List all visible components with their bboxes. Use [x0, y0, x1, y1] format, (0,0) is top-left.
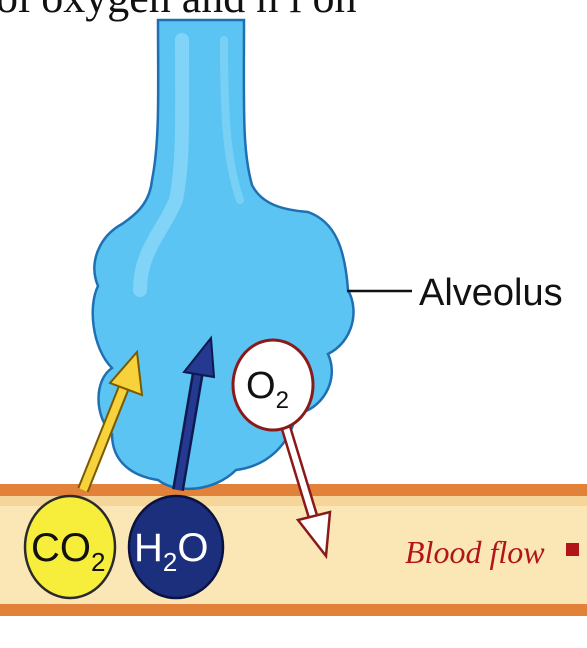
co2-arrow — [77, 349, 144, 493]
h2o-label: H2O — [134, 526, 208, 577]
blood-flow-label: Blood flow — [405, 534, 545, 570]
square-marker-icon — [566, 543, 579, 556]
co2-label: CO2 — [31, 526, 105, 577]
o2-label: O2 — [246, 365, 289, 414]
h2o-arrow — [172, 335, 216, 492]
co2-molecule: CO2 — [23, 494, 117, 600]
alveolus-label: Alveolus — [419, 272, 563, 314]
h2o-molecule: H2O — [127, 494, 225, 600]
o2-molecule: O2 — [231, 338, 315, 432]
caption-fragment: ol oxygen and h i oh — [0, 0, 357, 22]
alveolus-sac — [91, 18, 355, 491]
